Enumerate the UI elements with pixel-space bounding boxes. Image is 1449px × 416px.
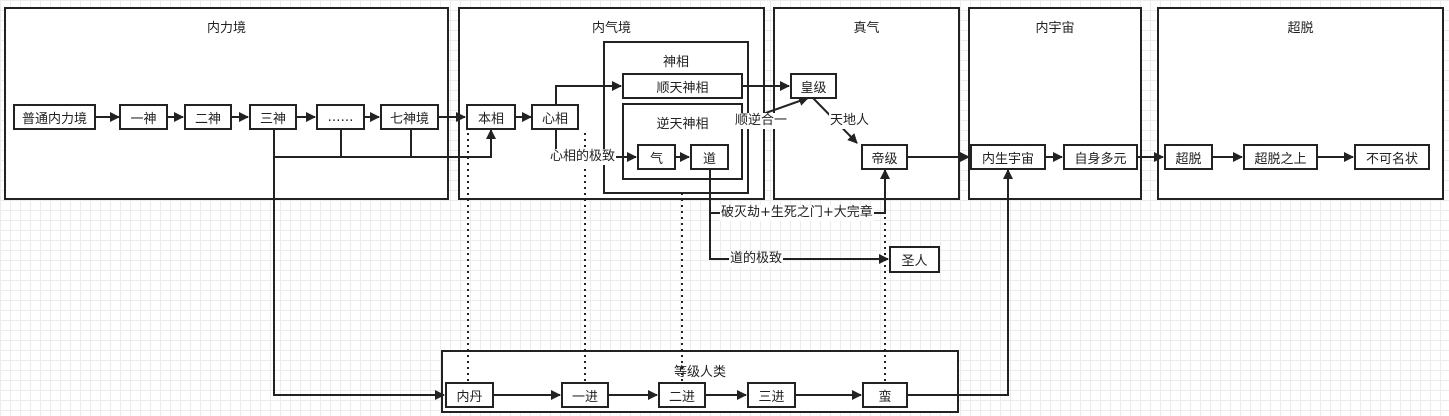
group-neiqi-title: 内气境 <box>591 21 631 36</box>
node-erjin: 二进 <box>658 382 706 408</box>
group-shenxiang-title: 神相 <box>662 55 689 70</box>
node-ellipsis: …… <box>316 104 365 130</box>
label-pomie: 破灭劫+生死之门+大完章 <box>720 205 874 221</box>
node-dao: 道 <box>690 144 729 170</box>
label-tiandiren: 天地人 <box>829 113 871 129</box>
node-putong: 普通内力境 <box>13 104 96 130</box>
node-neisheng: 内生宇宙 <box>970 144 1046 170</box>
group-neili: 内力境 <box>4 7 449 200</box>
node-chaotuo: 超脱 <box>1164 144 1213 170</box>
node-yishen: 一神 <box>119 104 168 130</box>
node-shuntian: 顺天神相 <box>622 73 743 99</box>
group-zhenqi: 真气 <box>773 7 960 200</box>
group-neiyuzhou-title: 内宇宙 <box>1035 21 1075 36</box>
label-xinxiang-jizhi: 心相的极致 <box>549 149 617 165</box>
node-qi: 气 <box>637 144 676 170</box>
group-nitian-title: 逆天神相 <box>656 117 709 132</box>
node-qishen: 七神境 <box>380 104 439 130</box>
node-bukeming: 不可名状 <box>1354 144 1430 170</box>
group-zhenqi-title: 真气 <box>853 21 880 36</box>
node-diji: 帝级 <box>861 144 908 170</box>
group-neili-title: 内力境 <box>206 21 246 36</box>
node-huangji: 皇级 <box>790 73 837 99</box>
node-chaotuo-above: 超脱之上 <box>1243 144 1318 170</box>
node-xinxiang: 心相 <box>531 104 579 130</box>
group-neiyuzhou: 内宇宙 <box>968 7 1142 200</box>
node-yijin: 一进 <box>561 382 609 408</box>
label-shunni: 顺逆合一 <box>734 113 789 129</box>
node-sanjin: 三进 <box>747 382 796 408</box>
group-chaotuo-title: 超脱 <box>1287 21 1314 36</box>
node-shengren: 圣人 <box>889 246 940 273</box>
node-zishen: 自身多元 <box>1063 144 1138 170</box>
group-human-title: 等级人类 <box>673 365 726 380</box>
label-dao-jizhi: 道的极致 <box>729 251 784 267</box>
group-chaotuo: 超脱 <box>1157 7 1444 200</box>
node-benxiang: 本相 <box>466 104 516 130</box>
node-neidan: 内丹 <box>445 382 494 408</box>
node-ershen: 二神 <box>184 104 232 130</box>
node-man: 蛮 <box>862 382 908 408</box>
node-sanshen: 三神 <box>249 104 297 130</box>
